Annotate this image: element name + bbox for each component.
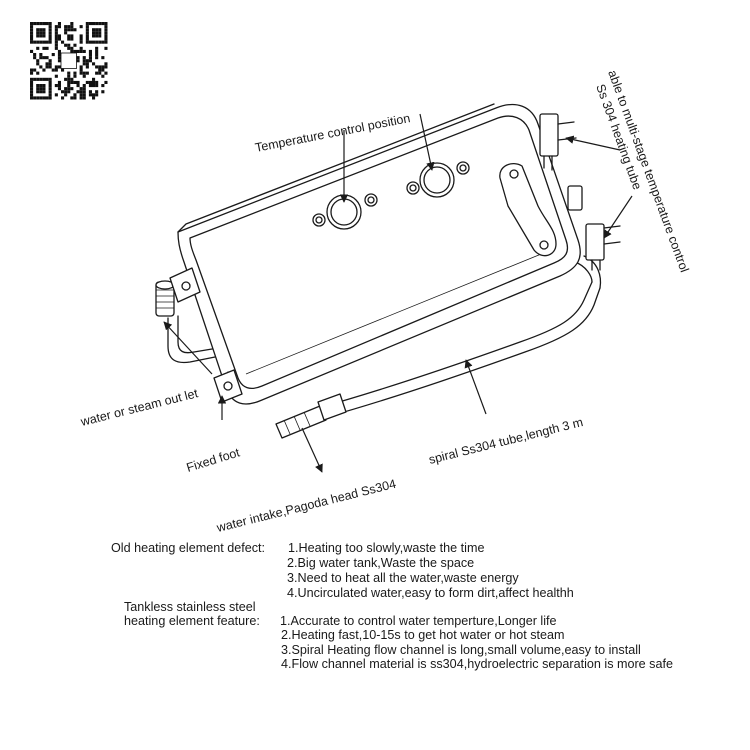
multi-stage-control-label: able to multi-stage temperature control xyxy=(605,68,691,274)
heater-drawing xyxy=(155,103,621,439)
tank-body xyxy=(177,103,581,405)
new-feature-item: 1.Accurate to control water temperture,L… xyxy=(280,614,557,628)
callout-arrows xyxy=(163,113,633,473)
fixed-foot-label: Fixed foot xyxy=(185,445,242,475)
old-defect-item: 4.Uncirculated water,easy to form dirt,a… xyxy=(287,586,574,600)
old-defect-item: 3.Need to heat all the water,waste energ… xyxy=(287,571,519,585)
old-defect-item: 1.Heating too slowly,waste the time xyxy=(288,541,485,555)
spiral-tube-label: spiral Ss304 tube,length 3 m xyxy=(427,415,584,467)
heating-tube-bracket xyxy=(499,163,557,257)
temperature-control-label: Temperature control position xyxy=(254,111,412,155)
old-defect-item: 2.Big water tank,Waste the space xyxy=(287,556,475,570)
outlet-label: water or steam out let xyxy=(78,386,199,429)
water-intake-label: water intake,Pagoda head Ss304 xyxy=(214,477,397,535)
temperature-control-knob xyxy=(406,161,470,198)
qr-code xyxy=(30,22,108,100)
temperature-control-knob xyxy=(312,193,378,230)
new-features-label-line1: Tankless stainless steel xyxy=(124,600,256,614)
fixed-foot xyxy=(169,267,243,403)
new-feature-item: 2.Heating fast,10-15s to get hot water o… xyxy=(281,628,565,642)
new-feature-item: 3.Spiral Heating flow channel is long,sm… xyxy=(281,643,641,657)
heating-tube-terminal xyxy=(539,113,621,271)
new-features-label-line2: heating element feature: xyxy=(124,614,260,628)
water-intake-pagoda xyxy=(275,393,347,439)
outlet-pipe xyxy=(155,280,231,364)
new-feature-item: 4.Flow channel material is ss304,hydroel… xyxy=(281,657,673,671)
old-defects-label: Old heating element defect: xyxy=(111,541,266,555)
